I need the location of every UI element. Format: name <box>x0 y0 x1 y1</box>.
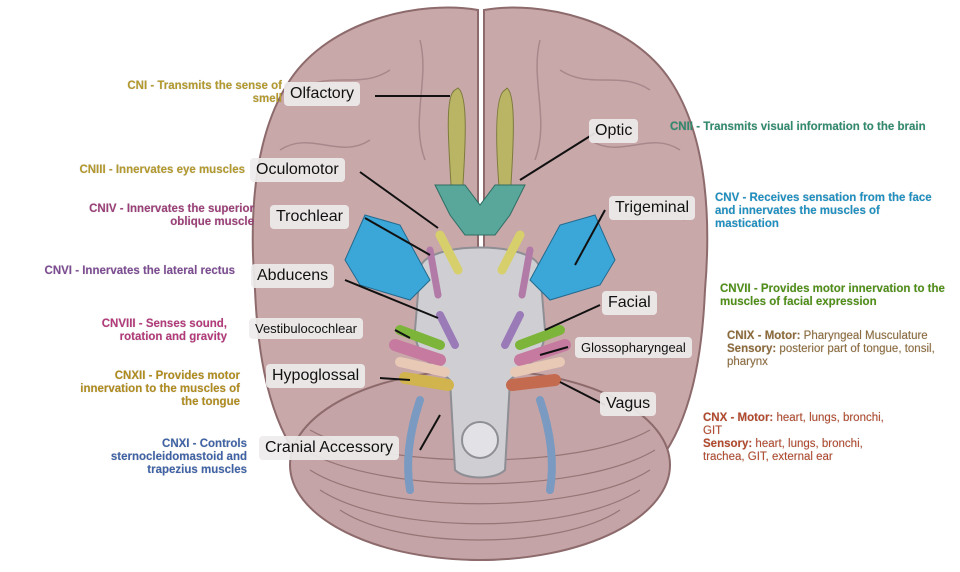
desc-cn1: CNI - Transmits the sense of smell <box>127 80 282 105</box>
facial-nerve-r <box>515 325 565 350</box>
label-cranial-accessory: Cranial Accessory <box>259 436 400 460</box>
vagus-nerve-r <box>506 374 561 391</box>
cn10-sensory-head: Sensory: <box>703 438 753 450</box>
label-vestibulocochlear: Vestibulocochlear <box>249 318 363 339</box>
accessory-nerve-r <box>536 396 556 494</box>
hypoglossal-nerve <box>399 372 454 391</box>
label-facial: Facial <box>602 291 657 315</box>
abducens-nerve-r <box>501 311 524 349</box>
desc-cn8: CNVIII - Senses sound, rotation and grav… <box>101 318 227 343</box>
facial-nerve <box>395 325 445 350</box>
cn9-sensory-text: posterior part of tongue, tonsil, pharyn… <box>727 343 935 368</box>
trochlear-nerve <box>426 246 442 299</box>
glossopharyngeal-nerve-r <box>510 357 565 377</box>
desc-cn6: CNVI - Innervates the lateral rectus <box>44 265 235 277</box>
label-trigeminal: Trigeminal <box>609 196 696 220</box>
label-oculomotor: Oculomotor <box>250 158 345 182</box>
cn10-sensory-text: heart, lungs, bronchi, trachea, GIT, ext… <box>703 438 863 463</box>
trigeminal-right <box>529 214 616 301</box>
desc-cn4: CNIV - Innervates the superior oblique m… <box>89 203 254 228</box>
label-olfactory: Olfactory <box>284 82 361 106</box>
desc-cn9: CNIX - Motor: Pharyngeal Musculature Sen… <box>727 330 942 369</box>
desc-cn7: CNVII - Provides motor innervation to th… <box>720 283 945 308</box>
olfactory-tract-right <box>496 87 514 201</box>
leader-lines <box>344 95 606 451</box>
cn9-sensory-head: Sensory: <box>727 343 777 355</box>
oculomotor-nerve <box>435 230 463 275</box>
spinal-cord-section <box>461 421 499 459</box>
vestibulocochlear-nerve-r <box>514 339 571 366</box>
label-optic: Optic <box>589 119 639 143</box>
label-trochlear: Trochlear <box>270 205 349 229</box>
optic-chiasm <box>434 184 526 236</box>
label-vagus: Vagus <box>600 392 657 416</box>
label-glossopharyngeal: Glossopharyngeal <box>575 337 692 358</box>
olfactory-tract-left <box>447 87 466 201</box>
desc-cn5: CNV - Receives sensation from the face a… <box>715 192 932 230</box>
trochlear-nerve-r <box>518 246 534 299</box>
cn10-motor-head: CNX - Motor: <box>703 412 774 424</box>
label-abducens: Abducens <box>251 264 335 288</box>
desc-cn12: CNXII - Provides motor innervation to th… <box>80 370 240 408</box>
accessory-nerve <box>404 396 424 494</box>
desc-cn11: CNXI - Controls sternocleidomastoid and … <box>110 438 247 476</box>
trigeminal-left <box>344 214 431 301</box>
oculomotor-nerve-r <box>497 230 525 275</box>
vestibulocochlear-nerve <box>389 339 446 366</box>
abducens-nerve <box>436 311 459 349</box>
desc-cn10: CNX - Motor: heart, lungs, bronchi, GIT … <box>703 412 903 464</box>
desc-cn3: CNIII - Innervates eye muscles <box>79 164 245 176</box>
label-hypoglossal: Hypoglossal <box>266 364 366 388</box>
cn9-motor-head: CNIX - Motor: <box>727 330 801 342</box>
cn10-motor-text: heart, lungs, bronchi, GIT <box>703 412 884 437</box>
cn9-motor-text: Pharyngeal Musculature <box>803 330 928 342</box>
glossopharyngeal-nerve <box>395 357 450 377</box>
desc-cn2: CNII - Transmits visual information to t… <box>670 121 926 133</box>
